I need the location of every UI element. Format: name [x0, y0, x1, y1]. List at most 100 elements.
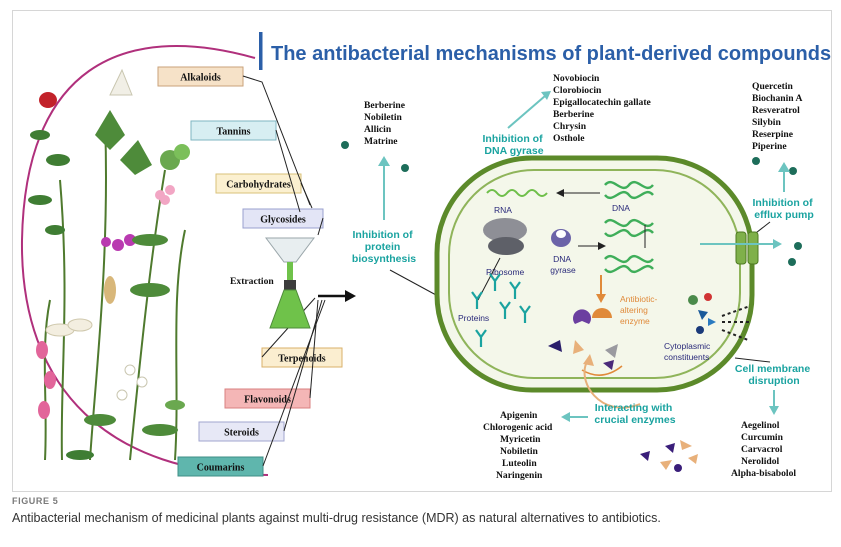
compound-chlorogenic-acid: Chlorogenic acid [483, 422, 553, 433]
extraction-apparatus [265, 237, 315, 329]
dna-gyrase-mechanism-arrow [507, 95, 546, 129]
mechanism-enzymes-line1: Interacting with [595, 402, 673, 414]
mechanism-dna-line1: Inhibition of [483, 133, 544, 145]
compound-silybin: Silybin [752, 117, 781, 128]
compound-curcumin: Curcumin [741, 432, 784, 443]
label-ribosome: Ribosome [486, 267, 525, 277]
compound-naringenin: Naringenin [496, 470, 543, 481]
mechanism-cell-membrane-disruption: Cell membrane disruption [735, 363, 813, 387]
mechanism-efflux-line2: efflux pump [754, 209, 814, 221]
compound-reserpine: Reserpine [752, 129, 794, 140]
compound-berberine-2: Berberine [553, 109, 595, 120]
efflux-pump [735, 231, 759, 265]
extraction-label: Extraction [230, 276, 274, 287]
compound-resveratrol: Resveratrol [752, 105, 800, 116]
enzyme-interaction-curve [583, 359, 641, 409]
label-dna-gyrase-line2: gyrase [550, 265, 576, 275]
label-cytoplasmic-constituents: Cytoplasmic constituents [664, 341, 713, 362]
class-box-steroids [198, 421, 285, 442]
class-label-terpenoids: Terpenoids [278, 354, 326, 365]
compound-myricetin: Myricetin [500, 434, 541, 445]
title-accent-bar [259, 32, 263, 70]
mechanism-protein-line2: protein [365, 241, 401, 253]
diagram: The antibacterial mechanisms of plant-de… [20, 32, 831, 481]
diagram-title: The antibacterial mechanisms of plant-de… [271, 43, 831, 65]
label-enzyme-line3: enzyme [620, 316, 650, 326]
enzyme-inhibitor-icons [640, 440, 698, 472]
bacterial-cell-outer [434, 155, 755, 393]
label-proteins: Proteins [458, 313, 489, 323]
mechanism-efflux-pump: Inhibition of efflux pump [753, 197, 816, 221]
mechanism-protein-line3: biosynthesis [352, 253, 416, 265]
protein-compounds: Berberine Nobiletin Allicin Matrine [364, 100, 406, 147]
compound-alpha-bisabolol: Alpha-bisabolol [731, 468, 796, 479]
label-rna: RNA [494, 205, 512, 215]
class-box-flavonoids [224, 388, 311, 409]
cytoplasmic-constituent-icons [688, 293, 716, 334]
compound-allicin: Allicin [364, 124, 392, 135]
compound-piperine: Piperine [752, 141, 787, 152]
antibiotic-molecule-icons [548, 309, 618, 370]
bacterial-cell-inner [448, 169, 741, 379]
antibiotic-enzyme-icon [592, 308, 612, 318]
mechanism-enzymes-line2: crucial enzymes [594, 414, 675, 426]
extraction-arrowhead [345, 290, 356, 302]
compound-luteolin: Luteolin [502, 458, 537, 469]
efflux-compounds: Quercetin Biochanin A Resveratrol Silybi… [752, 81, 802, 152]
label-cytoplasmic-line1: Cytoplasmic [664, 341, 711, 351]
compound-quercetin: Quercetin [752, 81, 794, 92]
compound-apigenin: Apigenin [500, 410, 538, 421]
mechanism-membrane-line2: disruption [748, 375, 799, 387]
membrane-compounds: Aegelinol Curcumin Carvacrol Nerolidol A… [731, 420, 796, 479]
mechanism-interacting-enzymes: Interacting with crucial enzymes [594, 402, 675, 426]
class-label-alkaloids: Alkaloids [180, 73, 221, 84]
label-enzyme-line2: altering [620, 305, 648, 315]
compound-nobiletin: Nobiletin [364, 112, 403, 123]
class-box-terpenoids [261, 347, 343, 368]
label-enzyme-line1: Antibiotic- [620, 294, 657, 304]
compound-berberine: Berberine [364, 100, 406, 111]
class-box-coumarins [177, 456, 264, 477]
enzyme-compounds: Apigenin Chlorogenic acid Myricetin Nobi… [483, 410, 553, 481]
compound-nerolidol: Nerolidol [741, 456, 780, 467]
class-label-steroids: Steroids [224, 428, 259, 439]
class-label-coumarins: Coumarins [197, 463, 245, 474]
compound-nobiletin-2: Nobiletin [500, 446, 539, 457]
label-dna: DNA [612, 203, 630, 213]
compound-matrine: Matrine [364, 136, 398, 147]
mechanism-dna-line2: DNA gyrase [484, 145, 543, 157]
compound-carvacrol: Carvacrol [741, 444, 783, 455]
compound-biochanin: Biochanin A [752, 93, 802, 104]
mechanism-efflux-line1: Inhibition of [753, 197, 814, 209]
label-dna-gyrase: DNA gyrase [550, 254, 576, 275]
class-label-flavonoids: Flavonoids [244, 395, 291, 406]
protein-icons [471, 273, 531, 347]
medicinal-plants-illustration [28, 68, 190, 461]
dna-helix-icons [604, 180, 654, 274]
class-label-tannins: Tannins [216, 127, 250, 138]
mechanism-protein-line1: Inhibition of [353, 229, 414, 241]
label-dna-gyrase-line1: DNA [553, 254, 571, 264]
mechanism-membrane-line1: Cell membrane [735, 363, 810, 375]
class-label-glycosides: Glycosides [260, 215, 306, 226]
rna-strand [486, 189, 548, 197]
membrane-disruption-dashes [721, 305, 751, 341]
compound-chrysin: Chrysin [553, 121, 587, 132]
compound-osthole: Osthole [553, 133, 585, 144]
dna-gyrase-compounds: Novobiocin Clorobiocin Epigallocatechin … [553, 73, 652, 144]
dna-gyrase-enzyme-icon [551, 229, 571, 247]
label-antibiotic-altering-enzyme: Antibiotic- altering enzyme [620, 294, 660, 326]
compound-egcg: Epigallocatechin gallate [553, 97, 652, 108]
figure-caption: Antibacterial mechanism of medicinal pla… [12, 511, 661, 525]
ribosome-icon [483, 218, 527, 255]
class-label-carbohydrates: Carbohydrates [226, 180, 291, 191]
figure-label: FIGURE 5 [12, 496, 59, 506]
compound-novobiocin: Novobiocin [553, 73, 600, 84]
label-cytoplasmic-line2: constituents [664, 352, 709, 362]
compound-aegelinol: Aegelinol [741, 420, 780, 431]
mechanism-dna-gyrase: Inhibition of DNA gyrase [483, 133, 546, 157]
mechanism-protein-biosynthesis: Inhibition of protein biosynthesis [352, 229, 416, 265]
membrane-to-cyto-line [734, 357, 771, 363]
compound-class-boxes: Alkaloids Tannins Carbohydrates Glycosid… [157, 66, 343, 477]
plant-region-arc [20, 45, 269, 476]
